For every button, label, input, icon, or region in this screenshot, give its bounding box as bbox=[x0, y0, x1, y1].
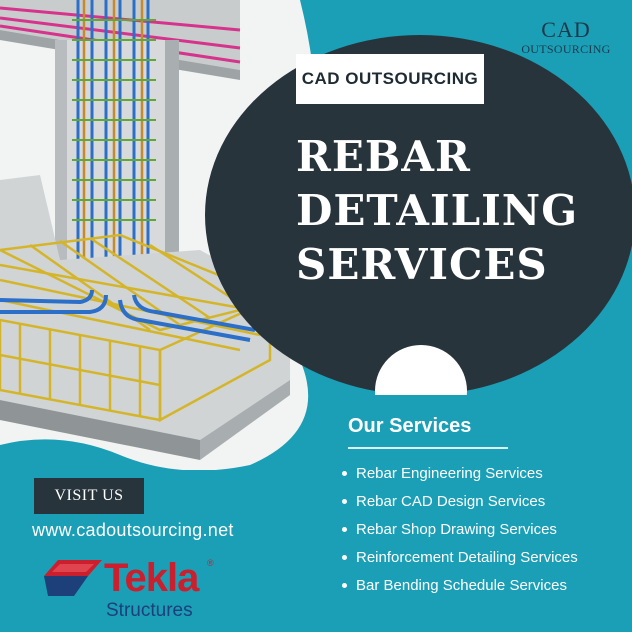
service-label: Rebar Engineering Services bbox=[356, 465, 543, 482]
bullet-icon bbox=[342, 554, 347, 560]
bullet-icon bbox=[342, 582, 347, 588]
website-link[interactable]: www.cadoutsourcing.net bbox=[32, 520, 234, 540]
brand-logo-line1: CAD bbox=[541, 17, 591, 42]
rebar-cage-illustration bbox=[0, 0, 340, 470]
title-line-2: DETAILING bbox=[296, 186, 579, 235]
company-tag: CAD OUTSOURCING bbox=[296, 54, 484, 104]
decorative-bump-cover bbox=[360, 395, 482, 455]
service-label: Reinforcement Detailing Services bbox=[356, 549, 578, 566]
bullet-icon bbox=[342, 470, 347, 476]
list-item: Rebar Shop Drawing Services bbox=[340, 520, 578, 548]
brand-logo-line2: OUTSOURCING bbox=[521, 42, 611, 56]
service-label: Bar Bending Schedule Services bbox=[356, 577, 567, 594]
services-list: Rebar Engineering Services Rebar CAD Des… bbox=[340, 464, 578, 604]
list-item: Rebar Engineering Services bbox=[340, 464, 578, 492]
list-item: Reinforcement Detailing Services bbox=[340, 548, 578, 576]
service-label: Rebar CAD Design Services bbox=[356, 493, 546, 510]
list-item: Bar Bending Schedule Services bbox=[340, 576, 578, 604]
services-heading: Our Services bbox=[348, 415, 472, 437]
tekla-mark-icon bbox=[44, 560, 102, 596]
tekla-wordmark: Tekla bbox=[104, 556, 199, 600]
services-underline bbox=[348, 447, 508, 449]
title-line-1: REBAR bbox=[296, 132, 471, 181]
visit-us-button[interactable]: VISIT US bbox=[34, 478, 144, 514]
list-item: Rebar CAD Design Services bbox=[340, 492, 578, 520]
tekla-subtitle: Structures bbox=[106, 600, 193, 621]
bullet-icon bbox=[342, 498, 347, 504]
registered-mark: ® bbox=[207, 558, 214, 568]
title-line-3: SERVICES bbox=[296, 240, 548, 289]
service-label: Rebar Shop Drawing Services bbox=[356, 521, 557, 538]
tekla-logo: Tekla ® Structures bbox=[44, 556, 224, 624]
bullet-icon bbox=[342, 526, 347, 532]
brand-logo: CAD OUTSOURCING bbox=[510, 17, 622, 57]
page-title: REBAR DETAILING SERVICES bbox=[296, 130, 578, 292]
